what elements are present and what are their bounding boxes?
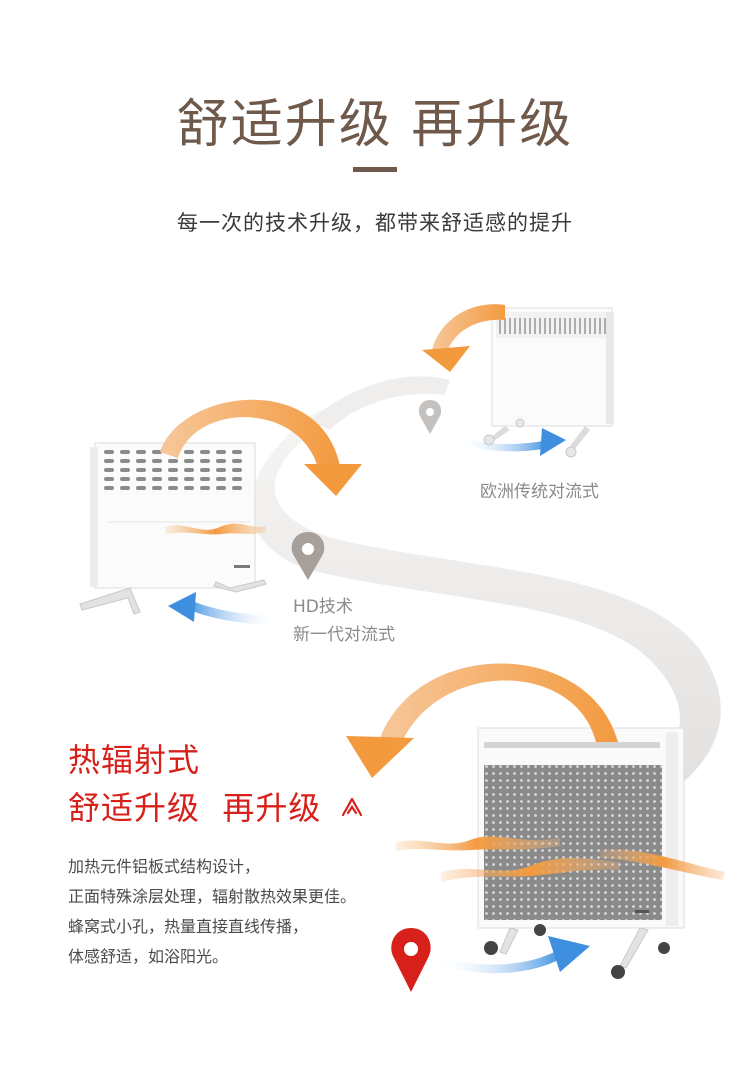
feature-description: 加热元件铝板式结构设计， 正面特殊涂层处理，辐射散热效果更佳。 蜂窝式小孔，热量… [68,852,356,972]
highlight-subheading: 舒适升级 再升级 [68,783,365,829]
highlight-heading: 热辐射式 [68,741,201,779]
stage-label-hd-line1: HD技术 [293,597,353,617]
vent-grille [104,450,242,490]
page-subtitle: 每一次的技术升级，都带来舒适感的提升 [177,211,573,235]
orange-arrow-middle [160,399,362,496]
map-pin-icon [418,400,442,434]
stage-label-traditional: 欧洲传统对流式 [480,482,599,502]
description-line: 加热元件铝板式结构设计， [68,857,261,876]
sparkle-icon [339,791,365,817]
heater-radiant [395,727,725,979]
orange-arrow-top-right [422,304,505,372]
blue-arrow-middle [168,592,280,625]
page-title: 舒适升级 再升级 [176,95,574,155]
map-pin-icon [291,532,325,580]
stage-label-hd-line2: 新一代对流式 [293,625,395,645]
title-divider [353,167,397,172]
blue-arrow-bottom [436,936,590,974]
description-line: 体感舒适，如浴阳光。 [68,947,229,966]
description-line: 正面特殊涂层处理，辐射散热效果更佳。 [68,887,357,906]
heater-hd [79,442,267,615]
map-pin-icon [391,928,431,992]
orange-arrow-bottom [346,663,618,778]
highlight-subheading-text: 舒适升级 再升级 [68,789,322,827]
blue-arrow-top [458,428,566,456]
heater-traditional [483,307,614,458]
description-line: 蜂窝式小孔，热量直接直线传播， [68,917,309,936]
